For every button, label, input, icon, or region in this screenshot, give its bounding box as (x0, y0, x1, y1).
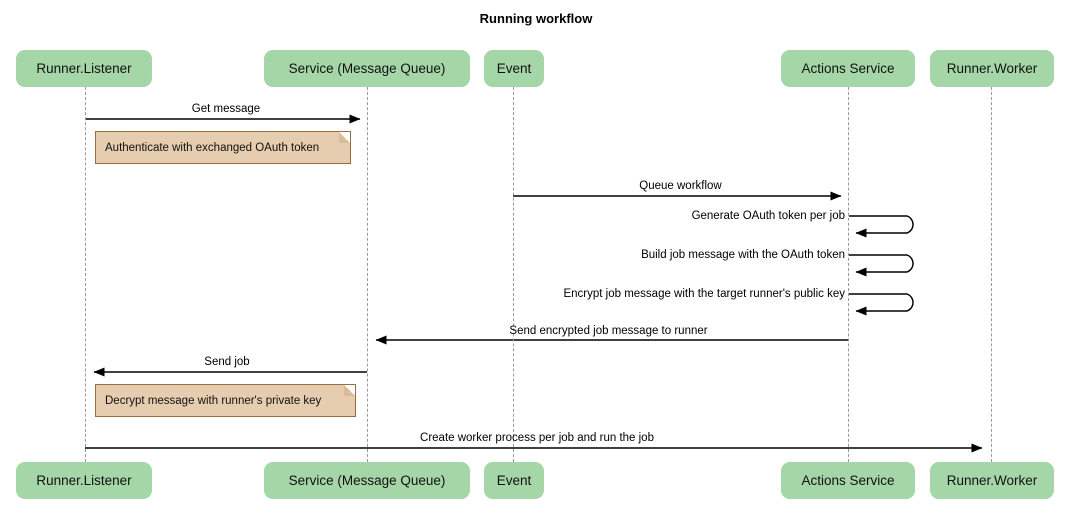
message-label-send-encrypted: Send encrypted job message to runner (509, 325, 708, 337)
note-label: Authenticate with exchanged OAuth token (105, 141, 320, 154)
participant-label: Service (Message Queue) (288, 473, 446, 488)
lifeline-actions-service (848, 87, 849, 462)
participant-event-top[interactable]: Event (484, 50, 544, 87)
note-folded-corner-icon (339, 132, 350, 143)
participant-event-bottom[interactable]: Event (484, 462, 544, 499)
lifeline-service-mq (367, 87, 368, 462)
participant-label: Service (Message Queue) (288, 61, 446, 76)
participant-label: Event (496, 473, 532, 488)
participant-runner-listener-top[interactable]: Runner.Listener (16, 50, 152, 87)
participant-label: Runner.Worker (946, 473, 1038, 488)
message-label-send-job: Send job (204, 356, 250, 368)
participant-label: Actions Service (801, 61, 895, 76)
message-label-encrypt-job: Encrypt job message with the target runn… (563, 288, 845, 300)
message-label-build-job-msg: Build job message with the OAuth token (641, 249, 845, 261)
message-label-generate-token: Generate OAuth token per job (691, 210, 845, 222)
participant-runner-worker-top[interactable]: Runner.Worker (930, 50, 1054, 87)
note-decrypt[interactable]: Decrypt message with runner's private ke… (95, 384, 356, 417)
message-label-queue-workflow: Queue workflow (639, 180, 722, 192)
page-title: Running workflow (479, 11, 593, 26)
note-label: Decrypt message with runner's private ke… (105, 394, 322, 407)
message-label-create-worker: Create worker process per job and run th… (420, 432, 654, 444)
lifeline-runner-worker (991, 87, 992, 462)
self-message-build-job-msg[interactable] (849, 254, 914, 277)
lifeline-runner-listener (85, 87, 86, 462)
participant-label: Actions Service (801, 473, 895, 488)
self-message-encrypt-job[interactable] (849, 293, 914, 316)
participant-runner-listener-bottom[interactable]: Runner.Listener (16, 462, 152, 499)
participant-runner-worker-bottom[interactable]: Runner.Worker (930, 462, 1054, 499)
participant-label: Event (496, 61, 532, 76)
self-message-generate-token[interactable] (849, 215, 914, 238)
participant-service-mq-bottom[interactable]: Service (Message Queue) (264, 462, 470, 499)
lifeline-event (513, 87, 514, 462)
participant-label: Runner.Listener (36, 61, 132, 76)
participant-service-mq-top[interactable]: Service (Message Queue) (264, 50, 470, 87)
participant-label: Runner.Listener (36, 473, 132, 488)
participant-actions-service-top[interactable]: Actions Service (781, 50, 915, 87)
participant-label: Runner.Worker (946, 61, 1038, 76)
participant-actions-service-bottom[interactable]: Actions Service (781, 462, 915, 499)
note-folded-corner-icon (344, 385, 355, 396)
message-label-get-message: Get message (191, 103, 261, 115)
note-auth[interactable]: Authenticate with exchanged OAuth token (95, 131, 351, 164)
